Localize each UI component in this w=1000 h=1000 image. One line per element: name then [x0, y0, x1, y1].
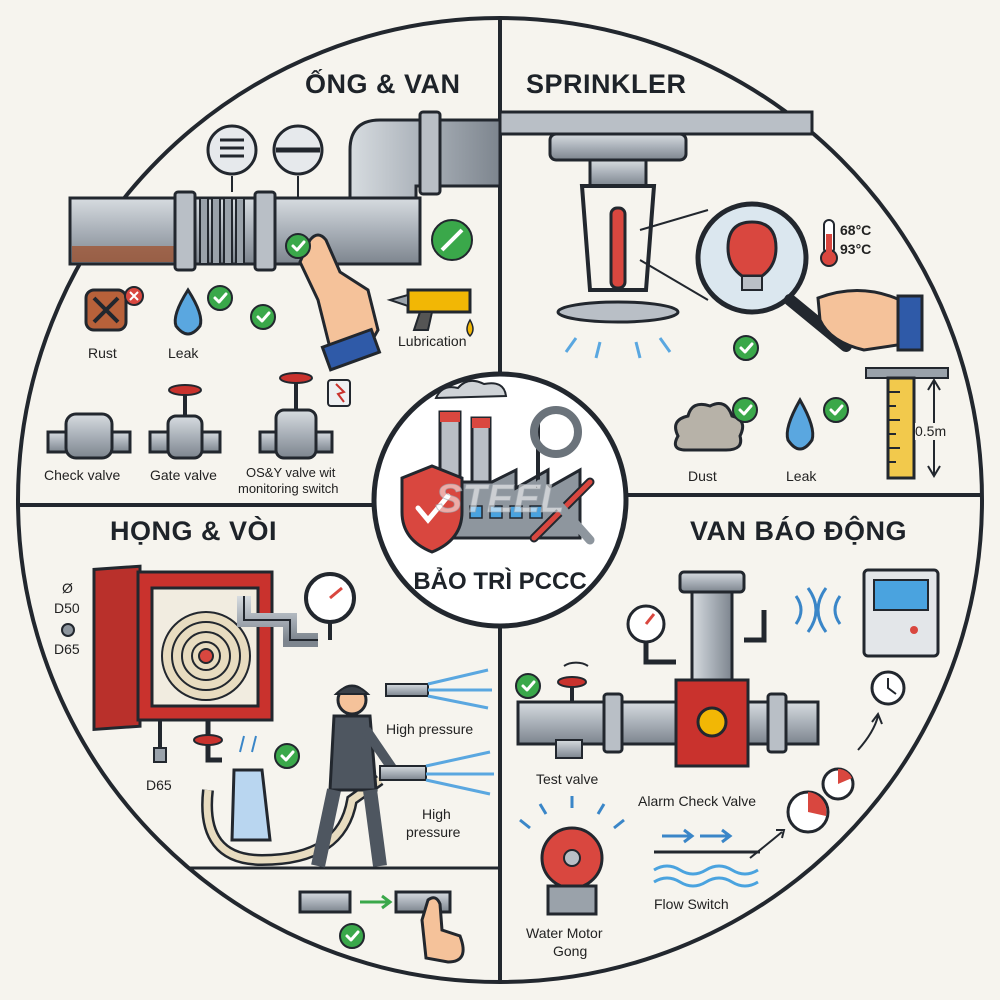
sprinkler-section	[498, 110, 949, 480]
label-high-pressure-1: High pressure	[386, 721, 474, 737]
label-size-connector: D65	[146, 777, 172, 793]
hose-reel-section	[61, 564, 494, 964]
center-title: BẢO TRÌ PCCC	[413, 568, 587, 595]
label-diameter-symbol: Ø	[62, 580, 73, 596]
label-temp-high: 93°C	[840, 241, 872, 257]
section-title-pipes-valves: ỐNG & VAN	[305, 69, 461, 99]
label-flow-switch: Flow Switch	[654, 896, 729, 912]
label-lubrication: Lubrication	[398, 333, 467, 349]
section-title-sprinkler: SPRINKLER	[526, 69, 687, 99]
label-size-d50: D50	[54, 600, 80, 616]
label-check-valve: Check valve	[44, 467, 121, 483]
label-high-pressure-2-line1: High	[422, 806, 451, 822]
label-osy-valve-line1: OS&Y valve wit	[246, 465, 336, 480]
label-water-motor-gong-line1: Water Motor	[526, 925, 603, 941]
pipes-valves-section	[46, 110, 502, 460]
label-alarm-check-valve: Alarm Check Valve	[638, 793, 757, 809]
center-watermark: STEEL	[436, 477, 565, 521]
label-osy-valve-line2: monitoring switch	[238, 481, 339, 496]
label-test-valve: Test valve	[536, 771, 599, 787]
label-leak-pipe: Leak	[168, 345, 199, 361]
label-rust: Rust	[88, 345, 117, 361]
label-temp-low: 68°C	[840, 222, 872, 238]
label-gate-valve: Gate valve	[150, 467, 217, 483]
label-size-d65: D65	[54, 641, 80, 657]
label-clearance: 0.5m	[915, 423, 947, 440]
section-title-alarm-valve: VAN BÁO ĐỘNG	[690, 516, 908, 546]
label-dust: Dust	[688, 468, 717, 484]
label-leak-sprinkler: Leak	[786, 468, 817, 484]
center-emblem: STEEL	[371, 371, 629, 629]
label-water-motor-gong-line2: Gong	[553, 943, 588, 959]
section-title-hose-reel: HỌNG & VÒI	[110, 516, 278, 546]
alarm-valve-section	[514, 568, 940, 916]
label-high-pressure-2-line2: pressure	[406, 824, 461, 840]
